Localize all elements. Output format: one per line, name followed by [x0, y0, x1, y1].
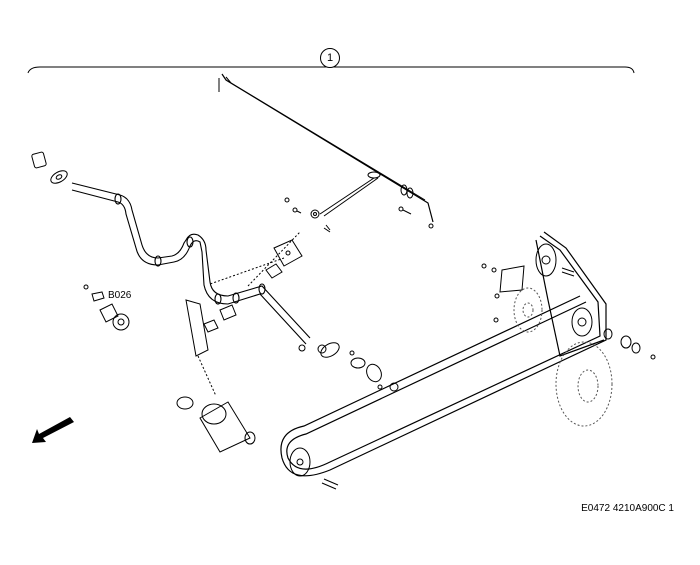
lower-pulley — [289, 447, 339, 490]
callout-number: 1 — [320, 48, 340, 68]
upper-pulley — [481, 243, 575, 323]
drum-part — [176, 396, 256, 453]
bushing-and-disc — [31, 151, 68, 184]
figure-id: E0472 4210A900C 1 — [581, 503, 674, 514]
rod-fasteners — [284, 197, 434, 233]
v-belt — [280, 231, 607, 477]
dashed-sheaves — [513, 287, 613, 427]
tie-rod — [218, 73, 434, 223]
center-brackets — [185, 239, 303, 357]
shaft-hub-parts — [298, 342, 399, 392]
reference-label: B026 — [108, 290, 132, 301]
bent-shaft — [71, 182, 311, 345]
right-pulley — [571, 307, 656, 360]
arrow-down-left-icon — [32, 417, 74, 443]
b026-subassembly — [83, 284, 130, 331]
leader-lines — [197, 231, 301, 397]
